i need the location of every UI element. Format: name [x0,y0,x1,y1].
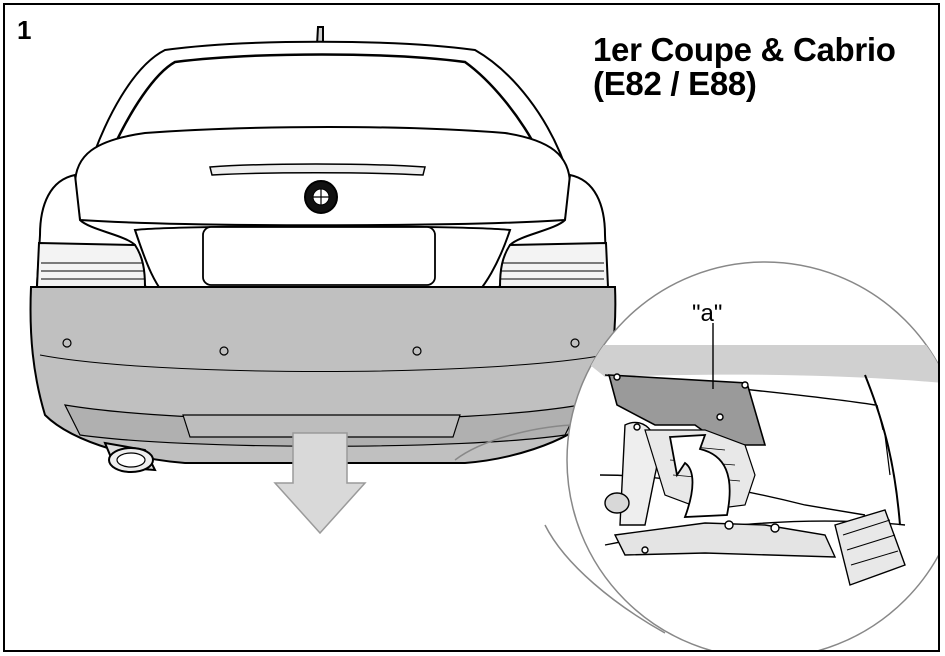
diagram-frame: "a" 1 1er Coupe & Cabrio (E82 / E88) [3,3,940,652]
diagram-title: 1er Coupe & Cabrio (E82 / E88) [593,33,896,101]
down-arrow-icon [273,432,367,535]
step-number: 1 [17,15,32,45]
car-rear [29,26,617,473]
car-rear-illustration: "a" [29,26,938,650]
title-line-model: 1er Coupe & Cabrio [593,31,896,68]
detail-view-underbody: "a" [566,261,938,650]
callout-label-a: "a" [692,300,722,327]
title-line-codes: (E82 / E88) [593,65,757,102]
removal-arrow-icon [668,434,731,518]
